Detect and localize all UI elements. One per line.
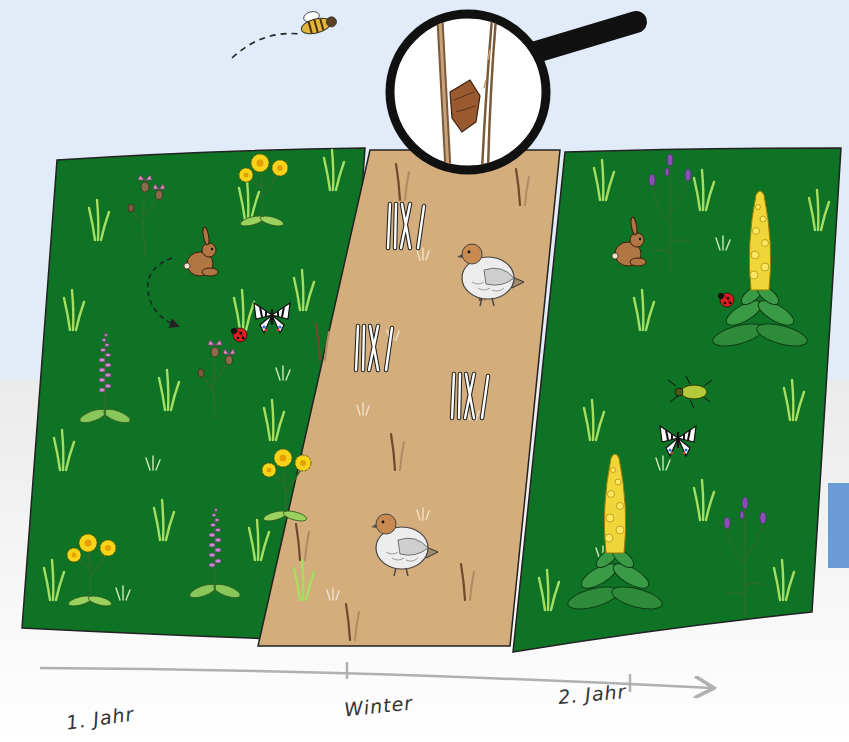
cocoon-detail [454, 92, 476, 112]
grass-tuft [249, 520, 269, 560]
ground-beetle [668, 376, 712, 408]
arnica-plant [239, 154, 288, 228]
swallowtail-butterfly [660, 426, 696, 456]
dry-grass [346, 604, 359, 640]
grass-tuft [89, 200, 109, 240]
grass-tuft [784, 380, 804, 420]
dry-grass [391, 434, 404, 470]
grass-tuft [264, 400, 284, 440]
knapweed-plant [198, 340, 235, 420]
grass-tuft [44, 560, 64, 600]
flight-path [232, 34, 300, 59]
plant-stem-detail [484, 50, 490, 88]
dry-grass [296, 524, 309, 560]
grass-tuft [116, 586, 130, 600]
grass-tuft [159, 370, 179, 410]
plant-stem [440, 20, 448, 170]
hare [184, 227, 218, 276]
grass-tuft [234, 290, 254, 330]
verbena-plant [649, 154, 691, 272]
grass-tuft [694, 480, 714, 520]
dry-grass [327, 588, 339, 600]
timeline-label: Winter [343, 691, 414, 720]
bee [298, 6, 338, 37]
mullein-plant [566, 454, 665, 613]
magnifier-handle [536, 22, 636, 52]
plant-stem [440, 20, 448, 170]
grass-tuft [809, 190, 829, 230]
grass-tuft [276, 366, 290, 380]
ladybug [718, 293, 734, 307]
grass-tuft [656, 456, 670, 470]
grass-tuft [594, 160, 614, 200]
timeline-label: 1. Jahr [65, 702, 136, 733]
stem-bundle [388, 204, 424, 248]
plant-stem [482, 18, 496, 170]
dry-grass [316, 324, 329, 360]
grass-tuft [694, 170, 714, 210]
verbena-plant [724, 497, 766, 615]
side-box [828, 483, 849, 568]
grass-tuft [774, 560, 794, 600]
stem-bundle [452, 374, 488, 418]
partridge [457, 244, 524, 306]
magnified-detail [440, 18, 496, 170]
loosestrife-plant [78, 330, 132, 425]
magnifier-lens [390, 14, 546, 170]
stem-bundle [356, 326, 392, 370]
swallowtail-butterfly [254, 303, 290, 333]
arnica-plant [262, 449, 311, 523]
dry-grass [417, 508, 429, 520]
dry-grass [357, 403, 369, 415]
dry-grass [461, 564, 474, 600]
ladybug [231, 328, 247, 342]
grass-tuft [539, 570, 559, 610]
partridge [371, 514, 438, 576]
mullein-plant [711, 191, 810, 350]
grass-tuft [324, 150, 344, 190]
bee-head [325, 16, 337, 28]
timeline-tick [346, 662, 349, 679]
panel-winter [258, 150, 560, 646]
insect-cocoon [450, 80, 480, 132]
timeline-tick [629, 674, 632, 692]
grass-tuft [54, 430, 74, 470]
knapweed-plant [128, 175, 165, 255]
hare-jump-path [148, 258, 178, 326]
grass-tuft [294, 560, 314, 600]
grass-tuft [294, 270, 314, 310]
grass-tuft [64, 290, 84, 330]
grass-tuft [584, 400, 604, 440]
dry-grass [396, 164, 409, 200]
dry-grass [516, 169, 529, 205]
loosestrife-plant [188, 505, 242, 600]
arnica-plant [67, 534, 116, 608]
bee-stripes [308, 18, 323, 35]
grass-tuft [716, 236, 730, 250]
grass-tuft [146, 456, 160, 470]
panel-year-two [513, 148, 841, 652]
grass-tuft [239, 180, 259, 220]
hare [612, 217, 646, 266]
timeline-label: 2. Jahr [557, 680, 627, 708]
grass-tuft [634, 290, 654, 330]
grass-tuft [154, 500, 174, 540]
